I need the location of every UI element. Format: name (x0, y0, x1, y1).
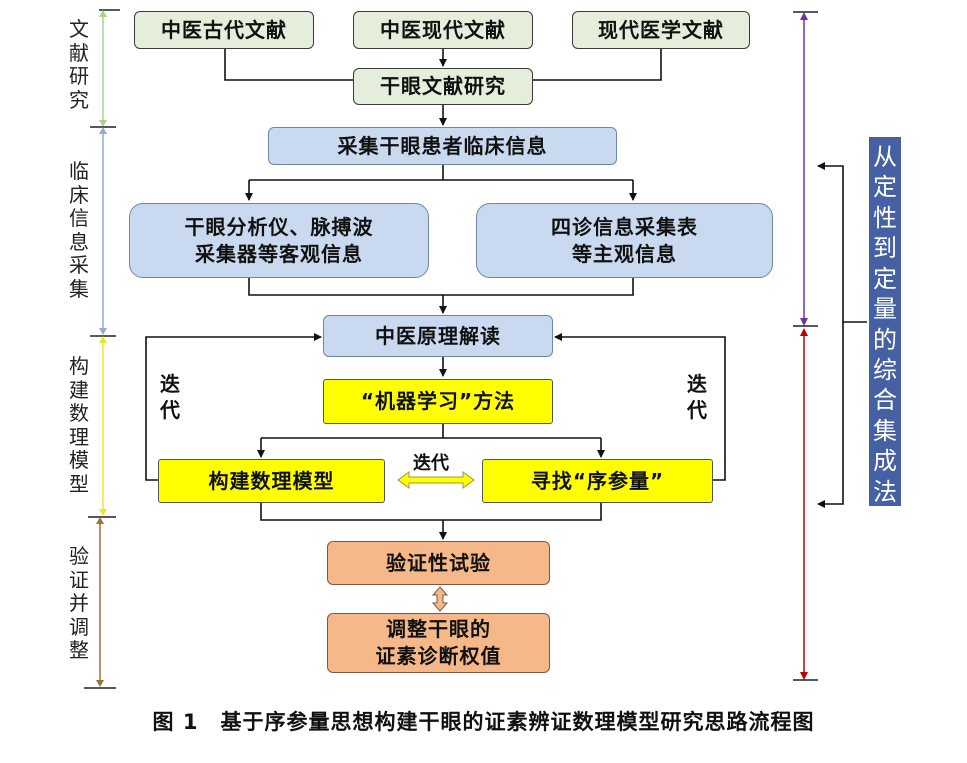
right-bracket-lower (793, 328, 818, 681)
phase-label-modeling: 构建数理模型 (69, 354, 89, 496)
box-validation-test: 验证性试验 (327, 541, 550, 585)
modeling-lines (145, 333, 726, 540)
phase-label-validation: 验证并调整 (69, 544, 89, 662)
phase-label-clinical: 临床信息采集 (69, 159, 89, 301)
figure-caption: 图 1 基于序参量思想构建干眼的证素辨证数理模型研究思路流程图 (152, 710, 815, 734)
side-label-integration-method: 从定性到定量的综合集成法 (869, 137, 901, 506)
box-subjective-info: 四诊信息采集表 等主观信息 (476, 203, 773, 278)
iteration-double-arrow-vertical (431, 586, 449, 612)
phase-bracket-modeling (90, 335, 116, 516)
iteration-label-middle: 迭代 (413, 453, 449, 474)
box-adjust-diagnostic-weights: 调整干眼的 证素诊断权值 (327, 613, 550, 673)
phase-label-literature: 文献研究 (69, 17, 89, 112)
box-find-order-parameter: 寻找“序参量” (482, 459, 713, 503)
phase-bracket-literature (99, 9, 120, 127)
box-machine-learning-method: “机器学习”方法 (323, 379, 553, 424)
side-label-text: 从定性到定量的综合集成法 (873, 143, 897, 506)
box-tcm-ancient-literature: 中医古代文献 (134, 11, 314, 49)
phase-bracket-validation (84, 516, 116, 689)
iteration-label-right: 迭代 (687, 372, 707, 422)
box-modern-medical-literature: 现代医学文献 (572, 11, 750, 49)
literature-merge-lines (224, 49, 662, 126)
iteration-double-arrow-horizontal (397, 471, 475, 489)
box-collect-clinical-info: 采集干眼患者临床信息 (268, 127, 617, 165)
phase-bracket-clinical (90, 126, 116, 335)
box-tcm-modern-literature: 中医现代文献 (353, 11, 533, 49)
box-objective-info: 干眼分析仪、脉搏波 采集器等客观信息 (129, 203, 429, 278)
box-build-math-model: 构建数理模型 (158, 459, 385, 503)
side-label-connector (817, 162, 867, 508)
box-tcm-theory-interpretation: 中医原理解读 (323, 315, 553, 357)
clinical-split-lines (245, 165, 637, 314)
iteration-label-left: 迭代 (160, 372, 180, 422)
right-bracket-upper (793, 11, 818, 327)
box-dry-eye-literature-research: 干眼文献研究 (353, 68, 533, 105)
